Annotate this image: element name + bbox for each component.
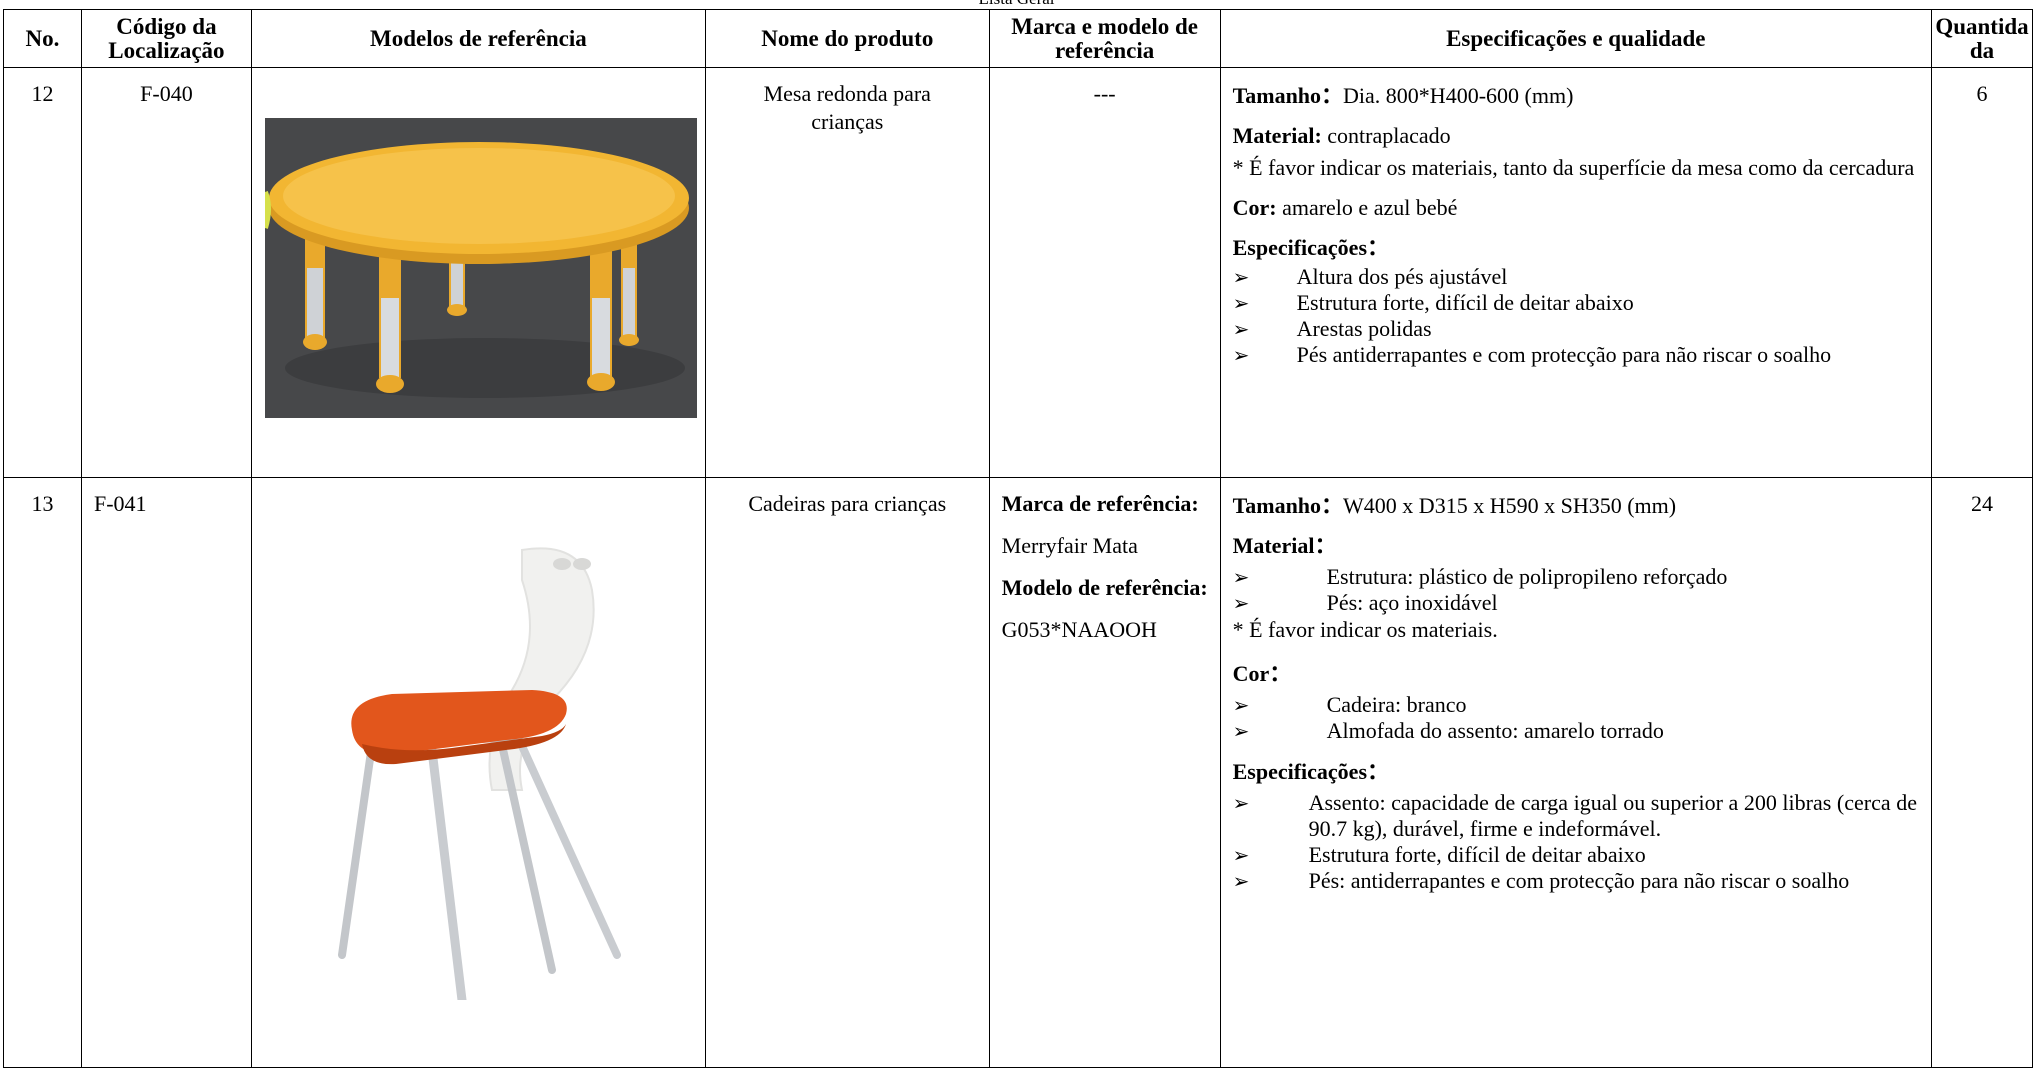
header-modelos: Modelos de referência: [250, 9, 706, 68]
row-codigo: F-041: [80, 477, 252, 1068]
arrow-bullet-icon: ➢: [1232, 719, 1250, 743]
cor-label: Cor:: [1232, 195, 1277, 220]
header-especificacoes: Especificações e qualidade: [1219, 9, 1932, 68]
row-no: 13: [3, 477, 82, 1068]
tamanho-label: Tamanho：: [1232, 83, 1344, 108]
material-label: Material:: [1232, 123, 1322, 148]
list-item: ➢Cadeira: branco: [1232, 692, 1467, 717]
table-row: 13 F-041: [3, 477, 2033, 1068]
list-item: ➢Pés: antiderrapantes e com protecção pa…: [1232, 868, 1850, 893]
list-item: ➢Estrutura forte, difícil de deitar abai…: [1232, 842, 1646, 867]
list-item: ➢Pés antiderrapantes e com protecção par…: [1232, 342, 1832, 367]
row-image-cell: [250, 477, 706, 1068]
arrow-bullet-icon: ➢: [1232, 843, 1250, 867]
arrow-bullet-icon: ➢: [1232, 565, 1250, 589]
header-nome: Nome do produto: [704, 9, 990, 68]
list-item: ➢Estrutura: plástico de polipropileno re…: [1232, 564, 1728, 589]
espec-list: ➢Altura dos pés ajustável ➢Estrutura for…: [1233, 264, 1917, 368]
marca-value: Merryfair Mata: [1001, 533, 1138, 558]
row-quantidade: 6: [1930, 67, 2033, 478]
list-item: ➢Pés: aço inoxidável: [1232, 590, 1498, 615]
row-nome: Mesa redonda para crianças: [704, 67, 990, 478]
table-header-row: No. Código da Localização Modelos de ref…: [3, 9, 2033, 68]
material-note: * É favor indicar os materiais, tanto da…: [1232, 155, 1915, 180]
row-spec: Tamanho：W400 x D315 x H590 x SH350 (mm) …: [1219, 477, 1932, 1068]
material-label: Material：: [1232, 533, 1337, 558]
tamanho-value: Dia. 800*H400-600 (mm): [1343, 83, 1574, 108]
top-cut-title: Lista Geral: [0, 0, 2033, 8]
header-marca: Marca e modelo de referência: [988, 9, 1221, 68]
modelo-value: G053*NAAOOH: [1001, 617, 1157, 642]
cor-list: ➢Cadeira: branco ➢Almofada do assento: a…: [1233, 692, 1917, 744]
row-marca: ---: [988, 67, 1221, 478]
arrow-bullet-icon: ➢: [1232, 343, 1250, 367]
tamanho-label: Tamanho：: [1232, 493, 1344, 518]
row-image-cell: [250, 67, 706, 478]
round-table-image: [264, 118, 697, 418]
cor-label: Cor：: [1232, 661, 1292, 686]
espec-label: Especificações：: [1232, 759, 1390, 784]
header-codigo: Código da Localização: [80, 9, 252, 68]
header-quantidade: Quantida da: [1930, 9, 2033, 68]
arrow-bullet-icon: ➢: [1232, 791, 1250, 815]
arrow-bullet-icon: ➢: [1232, 869, 1250, 893]
arrow-bullet-icon: ➢: [1232, 265, 1250, 289]
marca-label: Marca de referência:: [1001, 491, 1199, 516]
arrow-bullet-icon: ➢: [1232, 317, 1250, 341]
material-note: * É favor indicar os materiais.: [1232, 617, 1498, 642]
row-quantidade: 24: [1930, 477, 2033, 1068]
header-no: No.: [3, 9, 82, 68]
list-item: ➢Almofada do assento: amarelo torrado: [1232, 718, 1664, 743]
tamanho-value: W400 x D315 x H590 x SH350 (mm): [1343, 493, 1677, 518]
product-table: No. Código da Localização Modelos de ref…: [3, 9, 2033, 1068]
arrow-bullet-icon: ➢: [1232, 591, 1250, 615]
cor-value: amarelo e azul bebé: [1282, 195, 1458, 220]
list-item: ➢Altura dos pés ajustável: [1232, 264, 1508, 289]
list-item: ➢Assento: capacidade de carga igual ou s…: [1232, 790, 1917, 841]
list-item: ➢Arestas polidas: [1232, 316, 1432, 341]
material-list: ➢Estrutura: plástico de polipropileno re…: [1233, 564, 1917, 616]
row-nome: Cadeiras para crianças: [704, 477, 990, 1068]
child-chair-image: [311, 530, 652, 1000]
modelo-label: Modelo de referência:: [1001, 575, 1208, 600]
arrow-bullet-icon: ➢: [1232, 693, 1250, 717]
table-row: 12 F-040: [3, 67, 2033, 478]
material-value: contraplacado: [1327, 123, 1451, 148]
espec-label: Especificações：: [1232, 235, 1390, 260]
row-spec: Tamanho：Dia. 800*H400-600 (mm) Material:…: [1219, 67, 1932, 478]
espec-list: ➢Assento: capacidade de carga igual ou s…: [1233, 790, 1917, 894]
arrow-bullet-icon: ➢: [1232, 291, 1250, 315]
list-item: ➢Estrutura forte, difícil de deitar abai…: [1232, 290, 1634, 315]
row-codigo: F-040: [80, 67, 252, 478]
row-no: 12: [3, 67, 82, 478]
row-marca: Marca de referência: Merryfair Mata Mode…: [988, 477, 1221, 1068]
